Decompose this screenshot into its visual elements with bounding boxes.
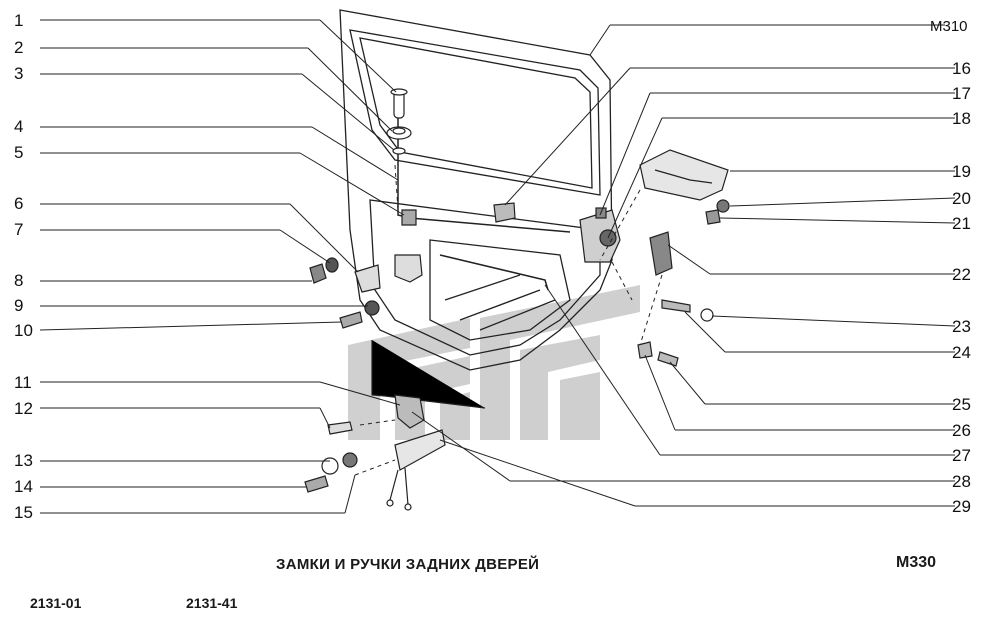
callout-21: 21 — [952, 214, 971, 233]
callout-14: 14 — [14, 477, 33, 496]
sheet-code: M330 — [896, 554, 937, 571]
callout-27: 27 — [952, 446, 971, 465]
callout-16: 16 — [952, 59, 971, 78]
callout-3: 3 — [14, 64, 24, 83]
callout-2: 2 — [14, 38, 24, 57]
callout-9: 9 — [14, 296, 24, 315]
callout-22: 22 — [952, 265, 971, 284]
callout-13: 13 — [14, 451, 33, 470]
callout-25: 25 — [952, 395, 971, 414]
callout-18: 18 — [952, 109, 971, 128]
right-leader-lines — [411, 24, 956, 507]
callout-12: 12 — [14, 399, 33, 418]
callout-6: 6 — [14, 194, 24, 213]
striker — [637, 231, 714, 367]
callout-8: 8 — [14, 271, 24, 290]
left-leader-lines — [39, 19, 405, 514]
callout-10: 10 — [14, 321, 33, 340]
callout-20: 20 — [952, 189, 971, 208]
callout-7: 7 — [14, 220, 24, 239]
inner-handle — [309, 209, 423, 329]
diagram-caption: ЗАМКИ И РУЧКИ ЗАДНИХ ДВЕРЕЙ — [276, 556, 540, 573]
callout-11: 11 — [14, 373, 32, 392]
callout-28: 28 — [952, 472, 971, 491]
callout-4: 4 — [14, 117, 24, 136]
grommet — [386, 126, 412, 155]
callout-24: 24 — [952, 343, 971, 362]
callout-29: 29 — [952, 497, 971, 516]
top-code: M310 — [930, 18, 968, 35]
callout-23: 23 — [952, 317, 971, 336]
callout-26: 26 — [952, 421, 971, 440]
callout-17: 17 — [952, 84, 971, 103]
model-code-1: 2131-01 — [30, 595, 82, 611]
lower-lock — [304, 340, 486, 511]
model-code-2: 2131-41 — [186, 595, 238, 611]
assembly-guides — [354, 164, 663, 476]
callout-1: 1 — [14, 11, 24, 30]
callout-5: 5 — [14, 143, 24, 162]
outer-handle — [639, 149, 730, 225]
callout-15: 15 — [14, 503, 33, 522]
callout-19: 19 — [952, 162, 971, 181]
top-rod — [397, 110, 571, 291]
door-button-pin — [390, 88, 408, 119]
